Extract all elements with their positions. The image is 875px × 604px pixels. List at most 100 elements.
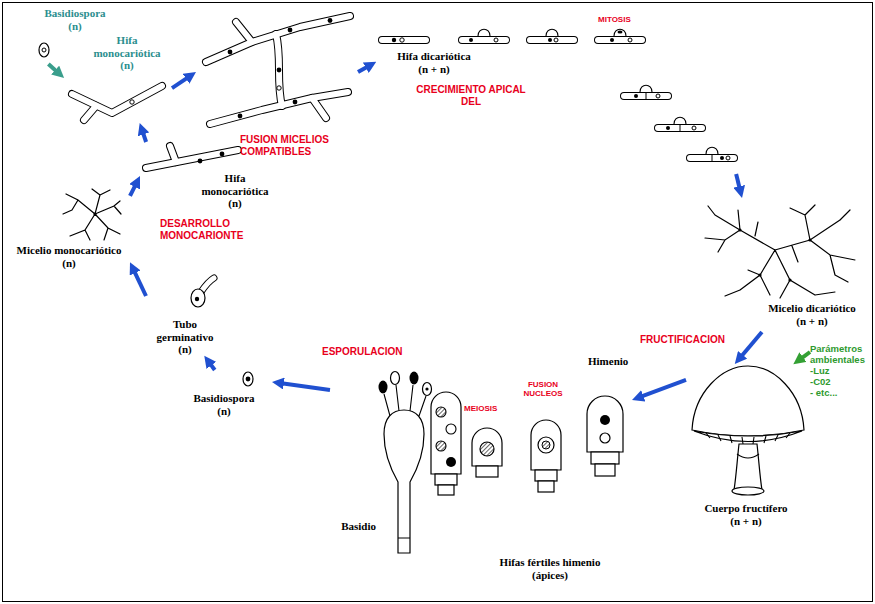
hymenium-drawing xyxy=(595,464,615,476)
stage-label: Cuerpo fructífero xyxy=(686,502,806,515)
text-block: Hifa monocariótica(n) xyxy=(86,34,168,72)
clamp-drawing xyxy=(598,37,642,43)
cycle-arrow xyxy=(134,271,146,296)
edge-label: FRUCTIFICACION xyxy=(640,334,725,346)
fusion-drawing xyxy=(277,86,281,90)
clamp-drawing xyxy=(610,38,614,42)
cycle-arrow xyxy=(172,77,188,88)
clamp-drawing xyxy=(690,147,734,162)
stage-label: (n) xyxy=(32,20,118,33)
hypha-drawing xyxy=(84,106,96,120)
text-block: Cuerpo fructífero(n + n) xyxy=(686,502,806,527)
frame xyxy=(3,3,873,602)
text-block: Hifa dicariótica(n + n) xyxy=(384,50,484,75)
clamp-drawing xyxy=(614,29,626,36)
basidium-drawing xyxy=(425,387,428,390)
hypha-drawing xyxy=(146,150,238,168)
clamp-drawing xyxy=(690,154,734,162)
process-label: FUSION NUCLEOS xyxy=(518,380,568,398)
clamp-drawing xyxy=(634,94,638,98)
hypha-stage: Hifa monocariótica(n) xyxy=(64,32,172,124)
text-block: Micelio monocariótico(n) xyxy=(10,244,128,269)
clamp-drawing xyxy=(598,36,642,44)
fusion-drawing xyxy=(277,68,282,73)
dikaryotic-mycelium-drawing xyxy=(705,205,855,298)
fruiting-body-drawing xyxy=(737,454,759,458)
hypha-drawing xyxy=(72,86,162,113)
stage-label: -Luz xyxy=(810,366,870,377)
dikaryotic-hypha-drawing xyxy=(382,37,426,43)
fusion-drawing xyxy=(288,28,293,33)
cycle-arrow xyxy=(130,185,136,196)
fusion-drawing xyxy=(236,22,252,42)
clamp-drawing xyxy=(462,37,506,43)
hymenium-drawing xyxy=(538,481,554,492)
fruiting-body-drawing xyxy=(692,366,804,495)
stage-label: (n + n) xyxy=(760,315,864,328)
text-block: Hifa monocariótica(n) xyxy=(196,172,274,210)
basidium-drawing xyxy=(410,372,419,385)
stage-label: Basidiospora xyxy=(32,7,118,20)
hymenium-drawing xyxy=(600,433,610,443)
basidium-drawing xyxy=(379,372,432,554)
hypha-drawing xyxy=(198,159,203,164)
mycelium-stage: Micelio dicariótico(n + n) xyxy=(698,198,868,332)
process-label: DESARROLLO MONOCARIONTE xyxy=(160,218,260,241)
hymenium-drawing xyxy=(436,441,446,451)
spore-drawing xyxy=(42,48,46,52)
hymenium-drawing xyxy=(472,428,502,466)
clamp-drawing xyxy=(690,155,734,161)
dikaryotic-hypha-drawing xyxy=(382,38,426,42)
clamp-drawing xyxy=(494,38,498,42)
text-block: Basidiospora(n) xyxy=(178,392,270,417)
text-block: FUSION MICELIOS COMPATIBLES xyxy=(240,134,354,157)
germ-tube-drawing xyxy=(191,289,205,307)
germ-tube-stage: Tubo germinativo(n) xyxy=(146,272,224,358)
stage-label: Basidiospora xyxy=(178,392,270,405)
clamp-drawing xyxy=(658,117,702,132)
text-block: Micelio dicariótico(n + n) xyxy=(760,302,864,327)
cycle-arrow xyxy=(358,67,368,73)
clamp-drawing xyxy=(554,38,558,42)
environment-note: Parámetros ambientales-Luz-C02- etc... xyxy=(810,344,872,410)
hypha-drawing xyxy=(146,150,238,168)
basidium-drawing xyxy=(384,410,424,553)
clamp-drawing xyxy=(598,29,642,42)
cycle-arrow xyxy=(801,352,810,359)
basidium-drawing xyxy=(379,381,388,394)
basidium-drawing xyxy=(391,372,400,385)
stage-label: - etc... xyxy=(810,388,870,399)
fusion-stage: FUSION MICELIOS COMPATIBLES xyxy=(196,8,358,162)
stage-label: FUSION MICELIOS COMPATIBLES xyxy=(240,134,354,157)
clamp-drawing xyxy=(666,126,670,130)
dikaryotic-mycelium-drawing xyxy=(788,278,791,281)
clamp-drawing xyxy=(469,38,473,42)
clamp-drawing xyxy=(530,37,574,43)
clamp-drawing xyxy=(680,124,681,132)
cycle-arrow xyxy=(210,363,215,370)
text-block: Basidio xyxy=(334,520,376,533)
clamp-drawing xyxy=(618,30,623,33)
clamp-drawing xyxy=(478,29,490,36)
stage-label: -C02 xyxy=(810,377,870,388)
cycle-arrow xyxy=(641,380,686,397)
fusion-drawing xyxy=(228,50,233,55)
process-label: ESPORULACION xyxy=(322,346,422,358)
spore-drawing xyxy=(243,372,253,386)
monokaryotic-mycelium-drawing xyxy=(63,189,121,240)
dikaryotic-mycelium-drawing xyxy=(738,228,741,231)
stage-label: Basidio xyxy=(334,520,376,533)
stage-label: Hifa monocariótica xyxy=(86,34,168,59)
hymenium-drawing xyxy=(587,396,623,452)
hymenium-drawing xyxy=(446,424,456,434)
fruiting-body-drawing xyxy=(694,431,802,442)
fusion-drawing xyxy=(276,34,282,106)
dikaryotic-hypha-drawing xyxy=(382,36,426,44)
germ-tube-drawing xyxy=(201,278,214,292)
stage-label: (n + n) xyxy=(686,515,806,528)
hypha-drawing xyxy=(130,100,134,104)
hymenium-drawing xyxy=(600,415,610,425)
cycle-arrow xyxy=(741,332,762,357)
fusion-drawing xyxy=(236,22,252,42)
